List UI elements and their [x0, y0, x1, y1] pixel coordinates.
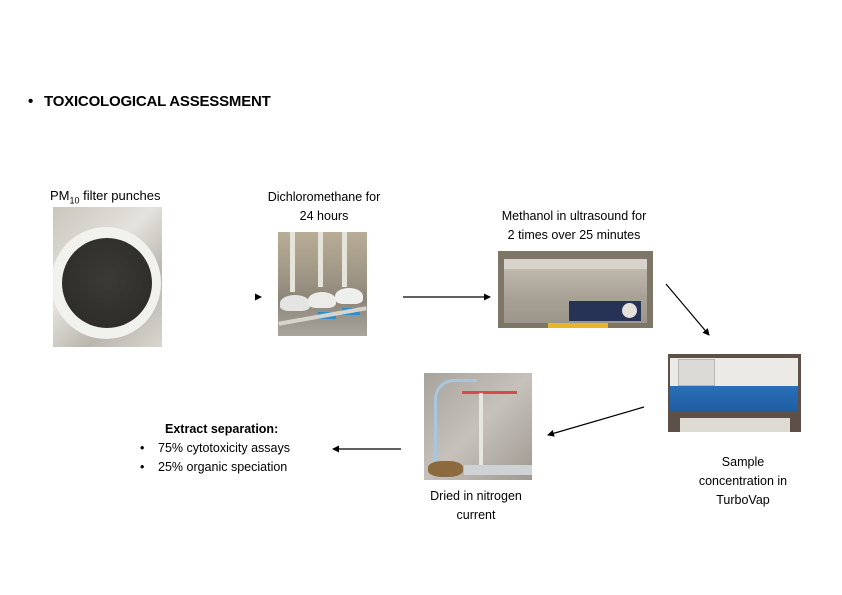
- metal-tray: [464, 465, 532, 475]
- turbovap-label-line-1: Sample: [721, 455, 765, 469]
- filter-label-suffix: filter punches: [79, 188, 161, 203]
- stand-rod: [479, 393, 483, 468]
- yellow-mat: [548, 323, 608, 328]
- glass-column: [318, 232, 323, 287]
- timer-dial: [622, 303, 637, 318]
- section-title-text: TOXICOLOGICAL ASSESSMENT: [44, 93, 271, 110]
- separation-list: 75% cytotoxicity assays 25% organic spec…: [136, 439, 290, 477]
- nitrogen-step-label: Dried in nitrogen current: [416, 487, 536, 525]
- methanol-label-line-2: 2 times over 25 minutes: [507, 228, 641, 242]
- filter-label-subscript: 10: [69, 195, 80, 206]
- bath-rim: [504, 259, 647, 269]
- turbovap-photo: [668, 354, 801, 432]
- dcm-label-line-2: 24 hours: [299, 209, 349, 223]
- nitrogen-drying-photo: [424, 373, 532, 480]
- filter-step-label: PM10 filter punches: [50, 186, 160, 211]
- section-title: • TOXICOLOGICAL ASSESSMENT: [28, 93, 271, 110]
- foil-flask: [308, 292, 336, 308]
- soxhlet-extraction-photo: [278, 232, 367, 336]
- arrow-methanol-to-turbovap: [665, 283, 710, 336]
- separation-item: 25% organic speciation: [136, 458, 290, 477]
- turbovap-blue-panel: [670, 386, 798, 411]
- filter-punch-photo: [53, 207, 162, 347]
- separation-heading: Extract separation:: [165, 422, 279, 436]
- cork-ring: [428, 461, 463, 477]
- turbovap-step-label: Sample concentration in TurboVap: [678, 453, 808, 510]
- foil-flask: [335, 288, 363, 304]
- manifold: [462, 391, 517, 394]
- turbovap-keypad: [678, 359, 715, 386]
- turbovap-label-line-3: TurboVap: [716, 493, 770, 507]
- turbovap-base: [680, 418, 790, 432]
- methanol-step-label: Methanol in ultrasound for 2 times over …: [482, 207, 666, 245]
- nitrogen-label-line-1: Dried in nitrogen: [430, 489, 522, 503]
- nitrogen-tube: [434, 379, 477, 462]
- bullet-icon: •: [28, 93, 34, 110]
- filter-label-prefix: PM: [50, 188, 70, 203]
- separation-item: 75% cytotoxicity assays: [136, 439, 290, 458]
- arrow-turbovap-to-nitrogen: [547, 406, 645, 437]
- turbovap-label-line-2: concentration in: [698, 474, 788, 488]
- filter-disc: [62, 238, 152, 328]
- nitrogen-label-line-2: current: [456, 508, 496, 522]
- dcm-step-label: Dichloromethane for 24 hours: [254, 188, 394, 226]
- glass-column: [342, 232, 347, 287]
- dcm-label-line-1: Dichloromethane for: [267, 190, 381, 204]
- glass-column: [290, 232, 295, 292]
- foil-flask: [280, 295, 310, 311]
- extract-separation-block: Extract separation: 75% cytotoxicity ass…: [136, 420, 290, 477]
- ultrasound-bath-photo: [498, 251, 653, 328]
- methanol-label-line-1: Methanol in ultrasound for: [501, 209, 647, 223]
